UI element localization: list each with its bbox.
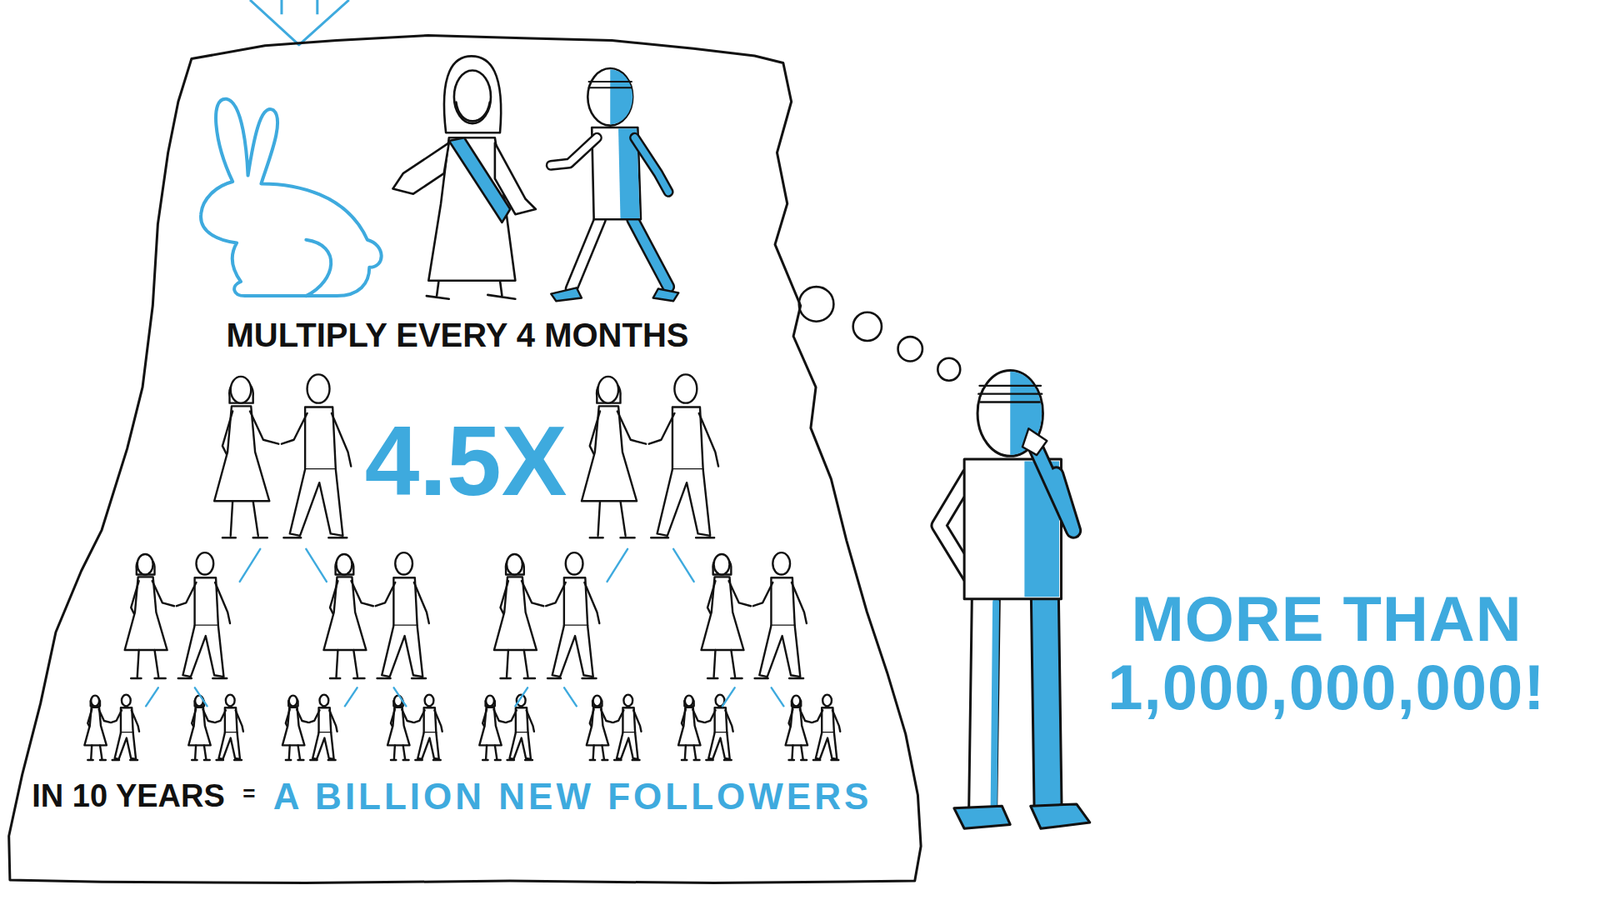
rabbit xyxy=(200,99,382,296)
leg xyxy=(1045,596,1049,808)
couple xyxy=(125,552,230,679)
couple xyxy=(678,695,734,760)
hand xyxy=(1022,428,1047,455)
leg xyxy=(1045,596,1049,808)
arm xyxy=(635,137,669,192)
head xyxy=(587,68,633,126)
robed-figure xyxy=(392,55,535,299)
hair xyxy=(444,55,501,133)
robe-sleeve xyxy=(392,142,449,194)
couple xyxy=(479,695,535,760)
robe-legs xyxy=(426,280,516,300)
couple xyxy=(323,552,429,679)
followers-pyramid xyxy=(84,374,840,760)
rule-text: MULTIPLY EVERY 4 MONTHS xyxy=(226,316,690,354)
walking-man xyxy=(550,68,679,301)
arm xyxy=(635,137,669,192)
sash xyxy=(449,137,510,223)
arm xyxy=(550,137,597,165)
leg xyxy=(571,219,600,289)
couple xyxy=(586,695,642,760)
multiplier: 4.5X xyxy=(365,407,568,516)
couple xyxy=(494,552,600,679)
arm xyxy=(1032,440,1074,531)
leg-shade xyxy=(994,601,996,806)
branch-lines xyxy=(145,549,784,707)
couple xyxy=(214,374,351,538)
thought-dot xyxy=(937,358,960,381)
couple xyxy=(188,695,244,760)
headband xyxy=(978,385,1042,403)
thought-dots xyxy=(799,286,960,381)
arm xyxy=(1032,440,1074,531)
foot xyxy=(954,805,1010,829)
arrow-stem xyxy=(281,0,318,15)
headband xyxy=(589,81,632,88)
big-number: MORE THAN 1,000,000,000! xyxy=(1076,585,1577,722)
couple xyxy=(387,695,443,760)
leg xyxy=(982,596,986,808)
couple xyxy=(84,695,140,760)
thinking-man xyxy=(939,370,1090,829)
foot xyxy=(653,289,680,302)
arm xyxy=(550,137,597,165)
arrow-head xyxy=(250,0,350,45)
head-shade xyxy=(610,69,633,125)
foot xyxy=(1030,804,1090,829)
time-span: IN 10 YEARS xyxy=(31,779,225,815)
rabbit-leg xyxy=(305,240,331,296)
couple xyxy=(785,695,841,760)
beard xyxy=(455,101,490,121)
leg xyxy=(632,219,669,287)
leg xyxy=(982,596,986,808)
result-text: A BILLION NEW FOLLOWERS xyxy=(273,776,873,817)
leg xyxy=(571,219,600,289)
thought-dot xyxy=(799,286,835,322)
thought-dot xyxy=(853,312,882,341)
down-arrow xyxy=(250,0,350,45)
leg xyxy=(632,219,669,287)
face xyxy=(454,70,491,124)
foot xyxy=(550,287,582,301)
rock-thought-bubble: MULTIPLY EVERY 4 MONTHS 4.5X IN 10 YEARS = A… xyxy=(5,33,925,885)
equals-sign: = xyxy=(242,781,255,806)
thought-dot xyxy=(898,336,923,361)
couple xyxy=(282,695,338,760)
rabbit-outline xyxy=(200,99,382,296)
rock-outline-path xyxy=(9,35,921,883)
couple xyxy=(581,374,719,538)
couple xyxy=(701,552,807,679)
